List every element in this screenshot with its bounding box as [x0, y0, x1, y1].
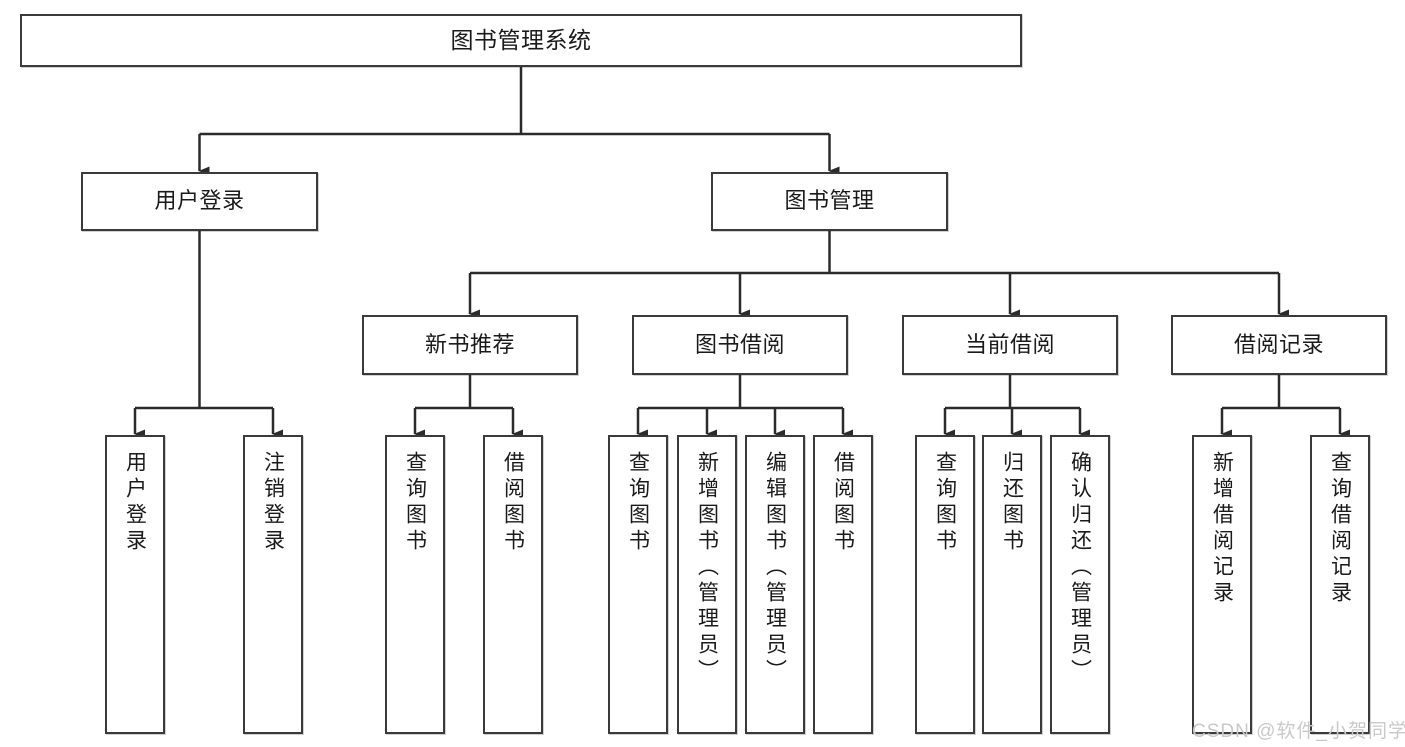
node-label: 图书管理 [784, 188, 875, 214]
node-label: 用户登录 [123, 451, 147, 555]
node-label: 借阅图书 [501, 451, 525, 555]
node-label: 查询借阅记录 [1328, 451, 1352, 607]
node-label: 当前借阅 [964, 331, 1055, 357]
node-label: 确认归还（管理员） [1068, 451, 1092, 685]
node-leaf2[interactable]: 注销登录 [243, 435, 303, 734]
node-label: 新增图书（管理员） [695, 451, 719, 685]
node-label: 编辑图书（管理员） [763, 451, 787, 685]
node-label: 借阅记录 [1233, 331, 1324, 357]
node-label: 新增借阅记录 [1210, 451, 1234, 607]
node-login[interactable]: 用户登录 [81, 172, 318, 231]
node-label: 借阅图书 [831, 451, 855, 555]
node-label: 用户登录 [154, 188, 245, 214]
node-leaf4[interactable]: 借阅图书 [483, 435, 543, 734]
node-leaf9[interactable]: 查询图书 [915, 435, 975, 734]
node-leaf11[interactable]: 确认归还（管理员） [1050, 435, 1110, 734]
node-borrow[interactable]: 图书借阅 [632, 315, 848, 375]
node-leaf1[interactable]: 用户登录 [105, 435, 165, 734]
node-leaf5[interactable]: 查询图书 [608, 435, 668, 734]
node-current[interactable]: 当前借阅 [902, 315, 1118, 375]
node-label: 图书管理系统 [450, 26, 592, 53]
node-leaf7[interactable]: 编辑图书（管理员） [745, 435, 805, 734]
node-root[interactable]: 图书管理系统 [20, 14, 1022, 67]
node-record[interactable]: 借阅记录 [1171, 315, 1387, 375]
node-label: 查询图书 [403, 451, 427, 555]
node-newbook[interactable]: 新书推荐 [362, 315, 578, 375]
node-leaf3[interactable]: 查询图书 [385, 435, 445, 734]
node-label: 查询图书 [626, 451, 650, 555]
node-label: 注销登录 [261, 451, 285, 555]
node-leaf13[interactable]: 查询借阅记录 [1310, 435, 1370, 734]
node-label: 查询图书 [933, 451, 957, 555]
node-label: 归还图书 [1000, 451, 1024, 555]
node-leaf12[interactable]: 新增借阅记录 [1192, 435, 1252, 734]
node-label: 新书推荐 [424, 331, 515, 357]
node-leaf10[interactable]: 归还图书 [982, 435, 1042, 734]
node-label: 图书借阅 [694, 331, 785, 357]
node-leaf8[interactable]: 借阅图书 [813, 435, 873, 734]
node-leaf6[interactable]: 新增图书（管理员） [677, 435, 737, 734]
node-bookmgr[interactable]: 图书管理 [711, 172, 948, 231]
